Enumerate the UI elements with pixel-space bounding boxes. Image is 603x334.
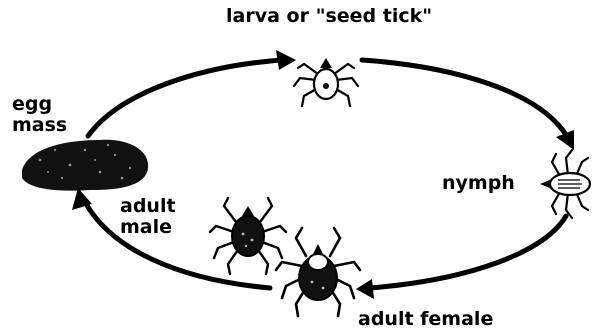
adult-male-label: adult male — [120, 196, 176, 238]
arrow-egg-to-larva — [88, 60, 282, 136]
nymph-tick-icon — [540, 150, 590, 218]
egg-mass-label-line2: mass — [12, 115, 67, 136]
nymph-label: nymph — [442, 173, 515, 194]
adult-male-tick-icon — [210, 198, 286, 274]
arrow-larva-to-nymph — [362, 60, 568, 138]
egg-mass-label: egg mass — [12, 94, 67, 136]
egg-mass-icon — [22, 140, 148, 191]
adult-female-tick-icon — [276, 228, 360, 316]
adult-male-label-line2: male — [120, 217, 176, 238]
adult-female-label: adult female — [358, 309, 493, 330]
egg-mass-label-line1: egg — [12, 94, 67, 115]
larva-label: larva or "seed tick" — [226, 6, 432, 27]
arrow-nymph-to-female — [370, 216, 566, 288]
adult-male-label-line1: adult — [120, 196, 176, 217]
larva-tick-icon — [294, 58, 358, 106]
